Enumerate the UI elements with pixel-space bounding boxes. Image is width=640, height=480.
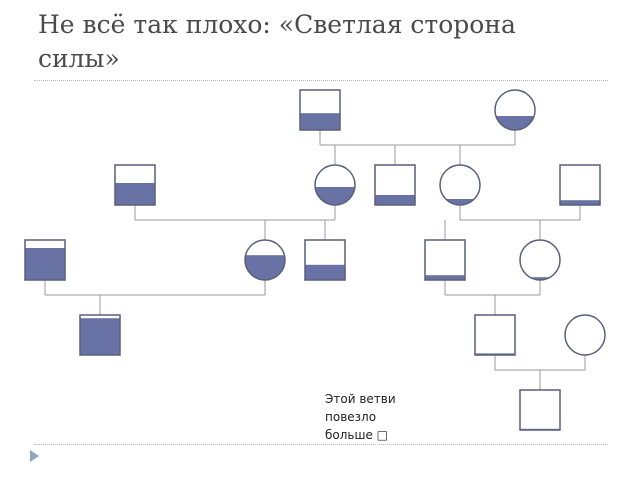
female-symbol-outline: [564, 314, 606, 356]
male-symbol-outline: [519, 389, 561, 431]
pedigree-g3-male-center: [304, 239, 346, 281]
pedigree-g3-female-center: [244, 239, 286, 281]
female-symbol-fill: [245, 255, 285, 280]
male-symbol-bg: [520, 390, 560, 430]
slide-title-line-2: силы»: [38, 44, 120, 73]
female-symbol-fill: [440, 199, 480, 205]
male-symbol-fill: [80, 318, 120, 355]
male-symbol-outline: [24, 239, 66, 281]
pedigree-g4-male-right: [474, 314, 516, 356]
branch-note-line-3: больше □: [325, 428, 388, 442]
male-symbol-outline: [304, 239, 346, 281]
male-symbol-outline: [79, 314, 121, 356]
female-symbol-fill: [495, 116, 535, 130]
slide-title-line-1: Не всё так плохо: «Светлая сторона: [38, 10, 516, 39]
male-symbol-bg: [425, 240, 465, 280]
male-symbol-fill: [115, 183, 155, 205]
male-symbol-outline: [559, 164, 601, 206]
female-symbol-outline: [314, 164, 356, 206]
male-symbol-outline: [114, 164, 156, 206]
female-symbol-bg: [565, 315, 605, 355]
male-symbol-bg: [475, 315, 515, 355]
pedigree-g3-female-right: [519, 239, 561, 281]
male-symbol-fill: [300, 113, 340, 130]
pedigree-lines: [44, 130, 586, 390]
pedigree-g2-male-center: [374, 164, 416, 206]
pedigree-individuals: [24, 89, 606, 431]
branch-note-line-2: повезло: [325, 410, 377, 424]
pedigree-g5-male: [519, 389, 561, 431]
male-symbol-fill: [425, 275, 465, 280]
bottom-divider: [34, 444, 608, 445]
pedigree-g3-male-left: [24, 239, 66, 281]
female-symbol-bg: [440, 165, 480, 205]
pedigree-g1-female: [494, 89, 536, 131]
female-symbol-fill: [315, 187, 355, 205]
slide-bullet-icon: [30, 450, 39, 462]
pedigree-g2-male-left: [114, 164, 156, 206]
female-symbol-outline: [494, 89, 536, 131]
male-symbol-bg: [560, 165, 600, 205]
male-symbol-outline: [424, 239, 466, 281]
male-symbol-fill: [305, 264, 345, 280]
slide-title: Не всё так плохо: «Светлая сторона силы»: [38, 8, 618, 76]
top-divider: [34, 80, 608, 81]
pedigree-g4-male-left: [79, 314, 121, 356]
pedigree-g2-female-right: [439, 164, 481, 206]
male-symbol-outline: [374, 164, 416, 206]
male-symbol-outline: [299, 89, 341, 131]
pedigree-g1-male: [299, 89, 341, 131]
branch-note-line-1: Этой ветви: [325, 392, 396, 406]
female-symbol-outline: [439, 164, 481, 206]
female-symbol-bg: [520, 240, 560, 280]
male-symbol-fill: [375, 195, 415, 205]
branch-note: Этой ветви повезло больше □: [325, 390, 425, 444]
female-symbol-outline: [244, 239, 286, 281]
female-symbol-outline: [519, 239, 561, 281]
pedigree-g3-male-right: [424, 239, 466, 281]
pedigree-g2-male-right: [559, 164, 601, 206]
pedigree-g2-female-center: [314, 164, 356, 206]
male-symbol-fill: [475, 353, 515, 355]
pedigree-g4-female-right: [564, 314, 606, 356]
male-symbol-fill: [25, 248, 65, 280]
male-symbol-fill: [560, 200, 600, 205]
male-symbol-outline: [474, 314, 516, 356]
female-symbol-fill: [520, 277, 560, 280]
